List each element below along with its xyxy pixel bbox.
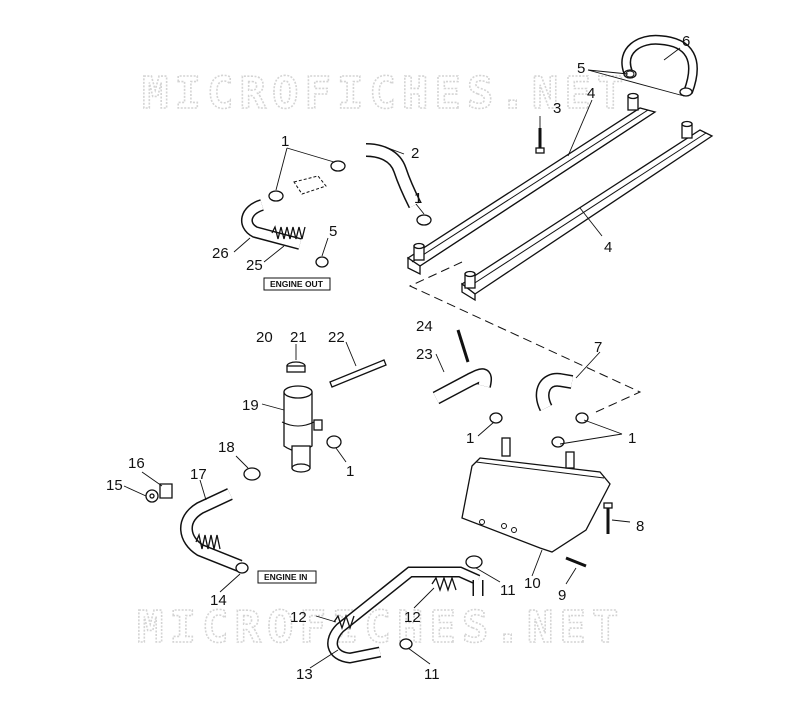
part-4-heat-exchanger-upper <box>406 92 657 276</box>
callout-1d: 1 <box>628 430 636 447</box>
part-15-washer <box>145 489 159 503</box>
callout-1a: 1 <box>281 133 289 150</box>
callout-13: 13 <box>296 666 313 683</box>
engine-in-label: ENGINE IN <box>264 572 307 582</box>
part-26-hose <box>241 199 302 250</box>
callout-18: 18 <box>218 439 235 456</box>
engine-out-box <box>263 277 331 291</box>
part-12-springs <box>333 575 457 631</box>
part-13-pipe <box>327 566 484 664</box>
callout-22: 22 <box>328 329 345 346</box>
callout-5a: 5 <box>577 60 585 77</box>
part-11-clamps <box>399 555 483 650</box>
engine-in-box <box>257 570 317 584</box>
callout-6: 6 <box>682 33 690 50</box>
callout-4a: 4 <box>587 85 595 102</box>
callout-3: 3 <box>553 100 561 117</box>
watermark-top: MICROFICHES.NET <box>142 68 629 119</box>
callout-5b: 5 <box>329 223 337 240</box>
callout-16: 16 <box>128 455 145 472</box>
callout-labels: 1 2 1 3 4 5 6 4 5 26 25 20 21 22 24 23 7… <box>106 33 690 683</box>
part-14-clamp <box>235 562 249 574</box>
callout-12a: 12 <box>290 609 307 626</box>
callout-7: 7 <box>594 339 602 356</box>
callout-1b: 1 <box>414 190 422 207</box>
callout-20: 20 <box>256 329 273 346</box>
callout-8: 8 <box>636 518 644 535</box>
callout-25: 25 <box>246 257 263 274</box>
callout-26: 26 <box>212 245 229 262</box>
part-25-spring <box>271 225 306 240</box>
part-23-hose <box>432 368 492 405</box>
callout-4b: 4 <box>604 239 612 256</box>
leader-lines <box>123 47 685 669</box>
callout-23: 23 <box>416 346 433 363</box>
part-9-screw <box>565 556 587 568</box>
callout-12b: 12 <box>404 609 421 626</box>
part-2-hose <box>365 143 422 209</box>
callout-24: 24 <box>416 318 433 335</box>
routing-dashed-line <box>408 261 642 413</box>
callout-21: 21 <box>290 329 307 346</box>
watermark-bottom: MICROFICHES.NET <box>137 602 624 653</box>
callout-1e: 1 <box>346 463 354 480</box>
part-5-clamp-left <box>315 256 329 268</box>
callout-11b: 11 <box>424 666 440 683</box>
part-1-clamps <box>268 160 589 449</box>
part-3-bolt <box>535 128 545 154</box>
hose-connector-dashed <box>293 175 327 195</box>
part-22-rod <box>329 359 387 388</box>
part-10-tank <box>461 437 611 553</box>
part-17-hose <box>180 488 243 573</box>
callout-15: 15 <box>106 477 123 494</box>
callout-1c: 1 <box>466 430 474 447</box>
part-4-heat-exchanger-lower <box>460 120 714 302</box>
part-7-hose <box>535 372 574 412</box>
callout-2: 2 <box>411 145 419 162</box>
engine-out-label: ENGINE OUT <box>270 279 324 289</box>
part-18-clamp <box>243 467 261 481</box>
part-19-reservoir <box>281 385 323 473</box>
part-20-cap <box>286 361 306 373</box>
part-16-clip <box>159 483 173 499</box>
callout-17: 17 <box>190 466 207 483</box>
callout-14: 14 <box>210 592 227 609</box>
callout-19: 19 <box>242 397 259 414</box>
callout-11a: 11 <box>500 582 516 599</box>
part-8-bolt <box>603 502 613 534</box>
part-24-rod <box>456 329 470 363</box>
callout-10: 10 <box>524 575 541 592</box>
callout-9: 9 <box>558 587 566 604</box>
